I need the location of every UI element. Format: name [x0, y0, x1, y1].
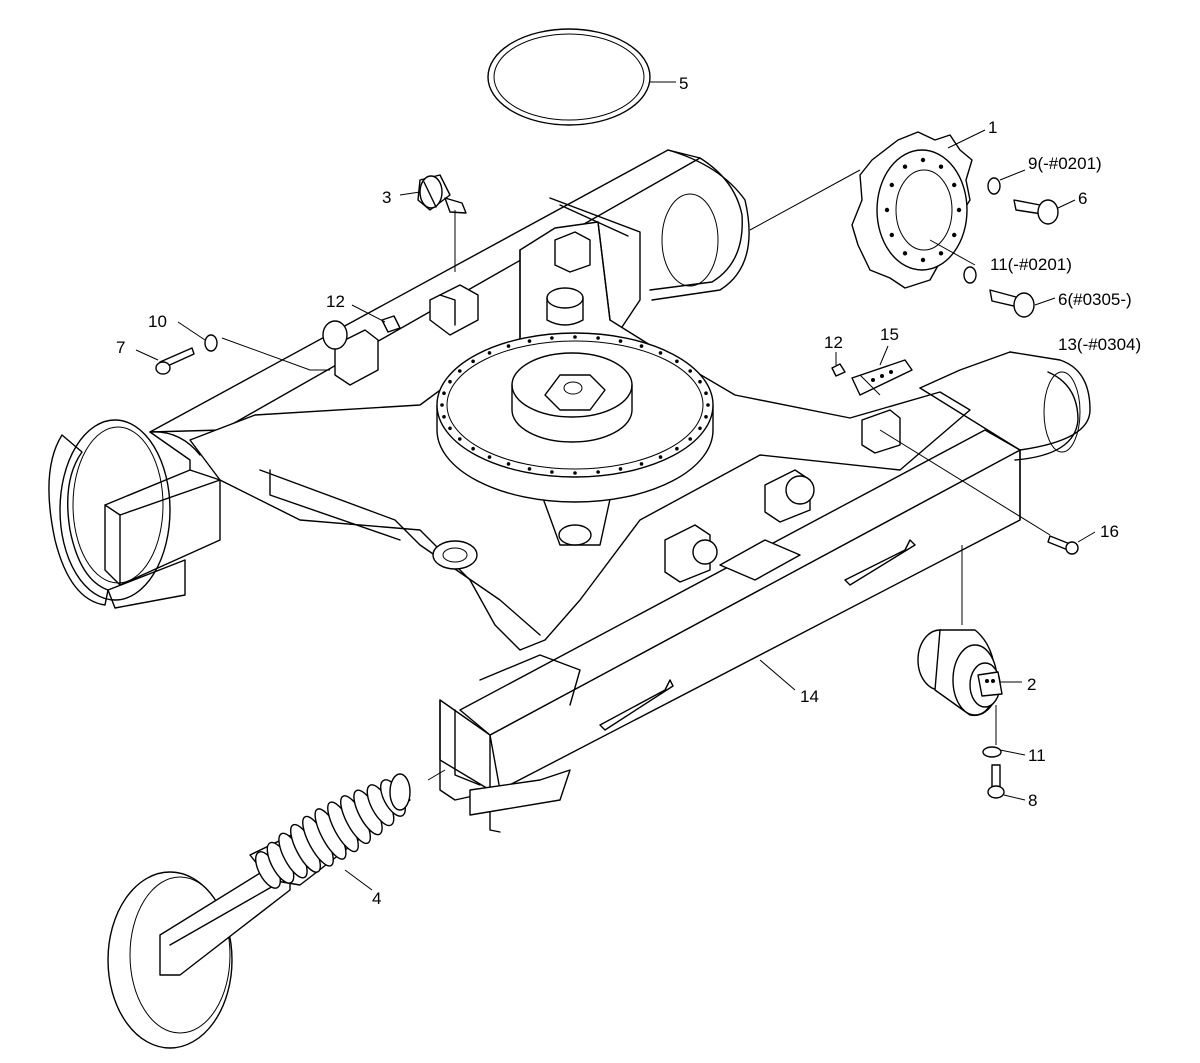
washer-part-11-lower [982, 746, 1002, 758]
top-roller-bracket-right [664, 409, 901, 583]
callout-11-lower: 11 [1028, 746, 1046, 765]
callout-9: 9(-#0201) [1028, 154, 1102, 173]
track-roller-part-2 [917, 629, 1003, 717]
callout-10: 10 [148, 312, 167, 331]
bolt-part-6-upper [1013, 199, 1059, 225]
callout-11-upper: 11(-#0201) [990, 255, 1072, 274]
callout-4: 4 [372, 889, 381, 908]
seal-ring-part-5 [487, 28, 651, 126]
bolt-part-7 [155, 347, 195, 375]
idler-recoil-spring-part-4 [107, 773, 411, 1049]
top-roller-part-3 [417, 174, 467, 214]
callout-3: 3 [382, 188, 391, 207]
right-track-frame [439, 351, 1091, 833]
bolt-part-6-lower [989, 289, 1035, 318]
callout-13: 13(-#0304) [1058, 335, 1141, 354]
callout-5: 5 [679, 74, 688, 93]
washer-part-9 [987, 177, 1001, 195]
callout-leaders [135, 81, 1096, 891]
washer-part-10 [204, 334, 218, 352]
recoil-spring-coils [254, 779, 407, 889]
washer-part-11-upper [963, 266, 977, 284]
assembly-leader-lines [221, 169, 1051, 781]
callout-12-left: 12 [326, 292, 345, 311]
bolt-part-16 [1047, 535, 1079, 555]
callout-12-right: 12 [824, 333, 843, 352]
callout-15: 15 [880, 325, 899, 344]
top-roller-bracket-left [322, 231, 591, 386]
guard-plate-part-15 [831, 359, 913, 396]
sprocket-part-1 [851, 131, 973, 289]
nut-part-12-left [381, 315, 401, 333]
left-front-end [48, 419, 221, 609]
callout-labels: 5 1 9(-#0201) 6 11(-#0201) 6(#0305-) 13(… [116, 74, 1141, 908]
callout-7: 7 [116, 338, 125, 357]
track-guards [599, 539, 916, 731]
callout-8: 8 [1028, 791, 1037, 810]
sprocket-bolt-holes [884, 157, 962, 263]
bolt-part-8 [987, 764, 1005, 799]
callout-6-upper: 6 [1078, 189, 1087, 208]
callout-1: 1 [988, 118, 997, 137]
callout-14: 14 [800, 687, 819, 706]
callout-6-lower: 6(#0305-) [1058, 290, 1132, 309]
callout-2: 2 [1027, 675, 1036, 694]
swing-circle-bolt-holes [440, 335, 710, 475]
callout-16: 16 [1100, 522, 1119, 541]
swing-circle [436, 332, 714, 503]
